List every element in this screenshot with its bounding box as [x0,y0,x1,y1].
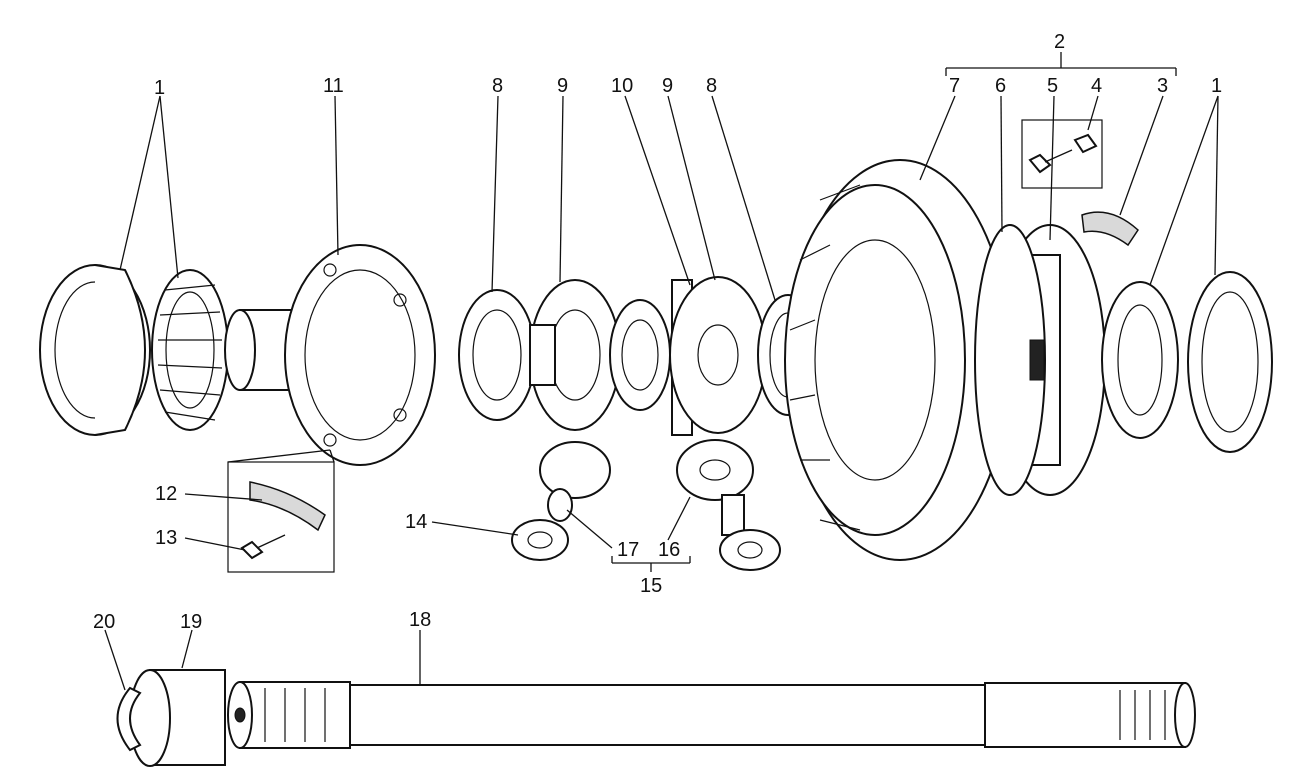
callout-2: 2 [1054,31,1065,53]
bearing-right [1101,271,1273,453]
side-gear-left [529,279,621,431]
pinion-left [511,441,611,561]
callout-5: 5 [1047,75,1058,97]
callout-14: 14 [405,511,427,533]
bolt-nut-box [1021,119,1103,189]
pinion-right [676,439,781,571]
axle-shaft [227,681,1196,749]
callout-13: 13 [155,527,177,549]
callout-15: 15 [640,575,662,597]
callout-12: 12 [155,483,177,505]
callout-18: 18 [409,609,431,631]
callout-3: 3 [1157,75,1168,97]
callout-11: 11 [323,75,344,97]
callout-19: 19 [180,611,202,633]
callout-1-left: 1 [154,77,165,99]
callout-9-right: 9 [662,75,673,97]
callout-9-left: 9 [557,75,568,97]
lock-plate-box [227,461,335,573]
callout-8-left: 8 [492,75,503,97]
thrust-washer-left [458,289,536,421]
callout-16: 16 [658,539,680,561]
callout-17: 17 [617,539,639,561]
bearing-left [39,264,229,436]
circlip-20 [116,686,142,752]
housing-left [224,244,436,466]
leader-lines [104,52,1219,691]
gear-19 [129,669,226,767]
callout-1-right: 1 [1211,75,1222,97]
callout-7: 7 [949,75,960,97]
callout-8-right: 8 [706,75,717,97]
callout-6: 6 [995,75,1006,97]
lock-plate-right [1081,211,1139,247]
callout-4: 4 [1091,75,1102,97]
housing-right [974,224,1106,496]
callout-10: 10 [611,75,633,97]
callout-20: 20 [93,611,115,633]
ring-gear [784,159,1011,561]
side-gear-right [669,276,767,434]
